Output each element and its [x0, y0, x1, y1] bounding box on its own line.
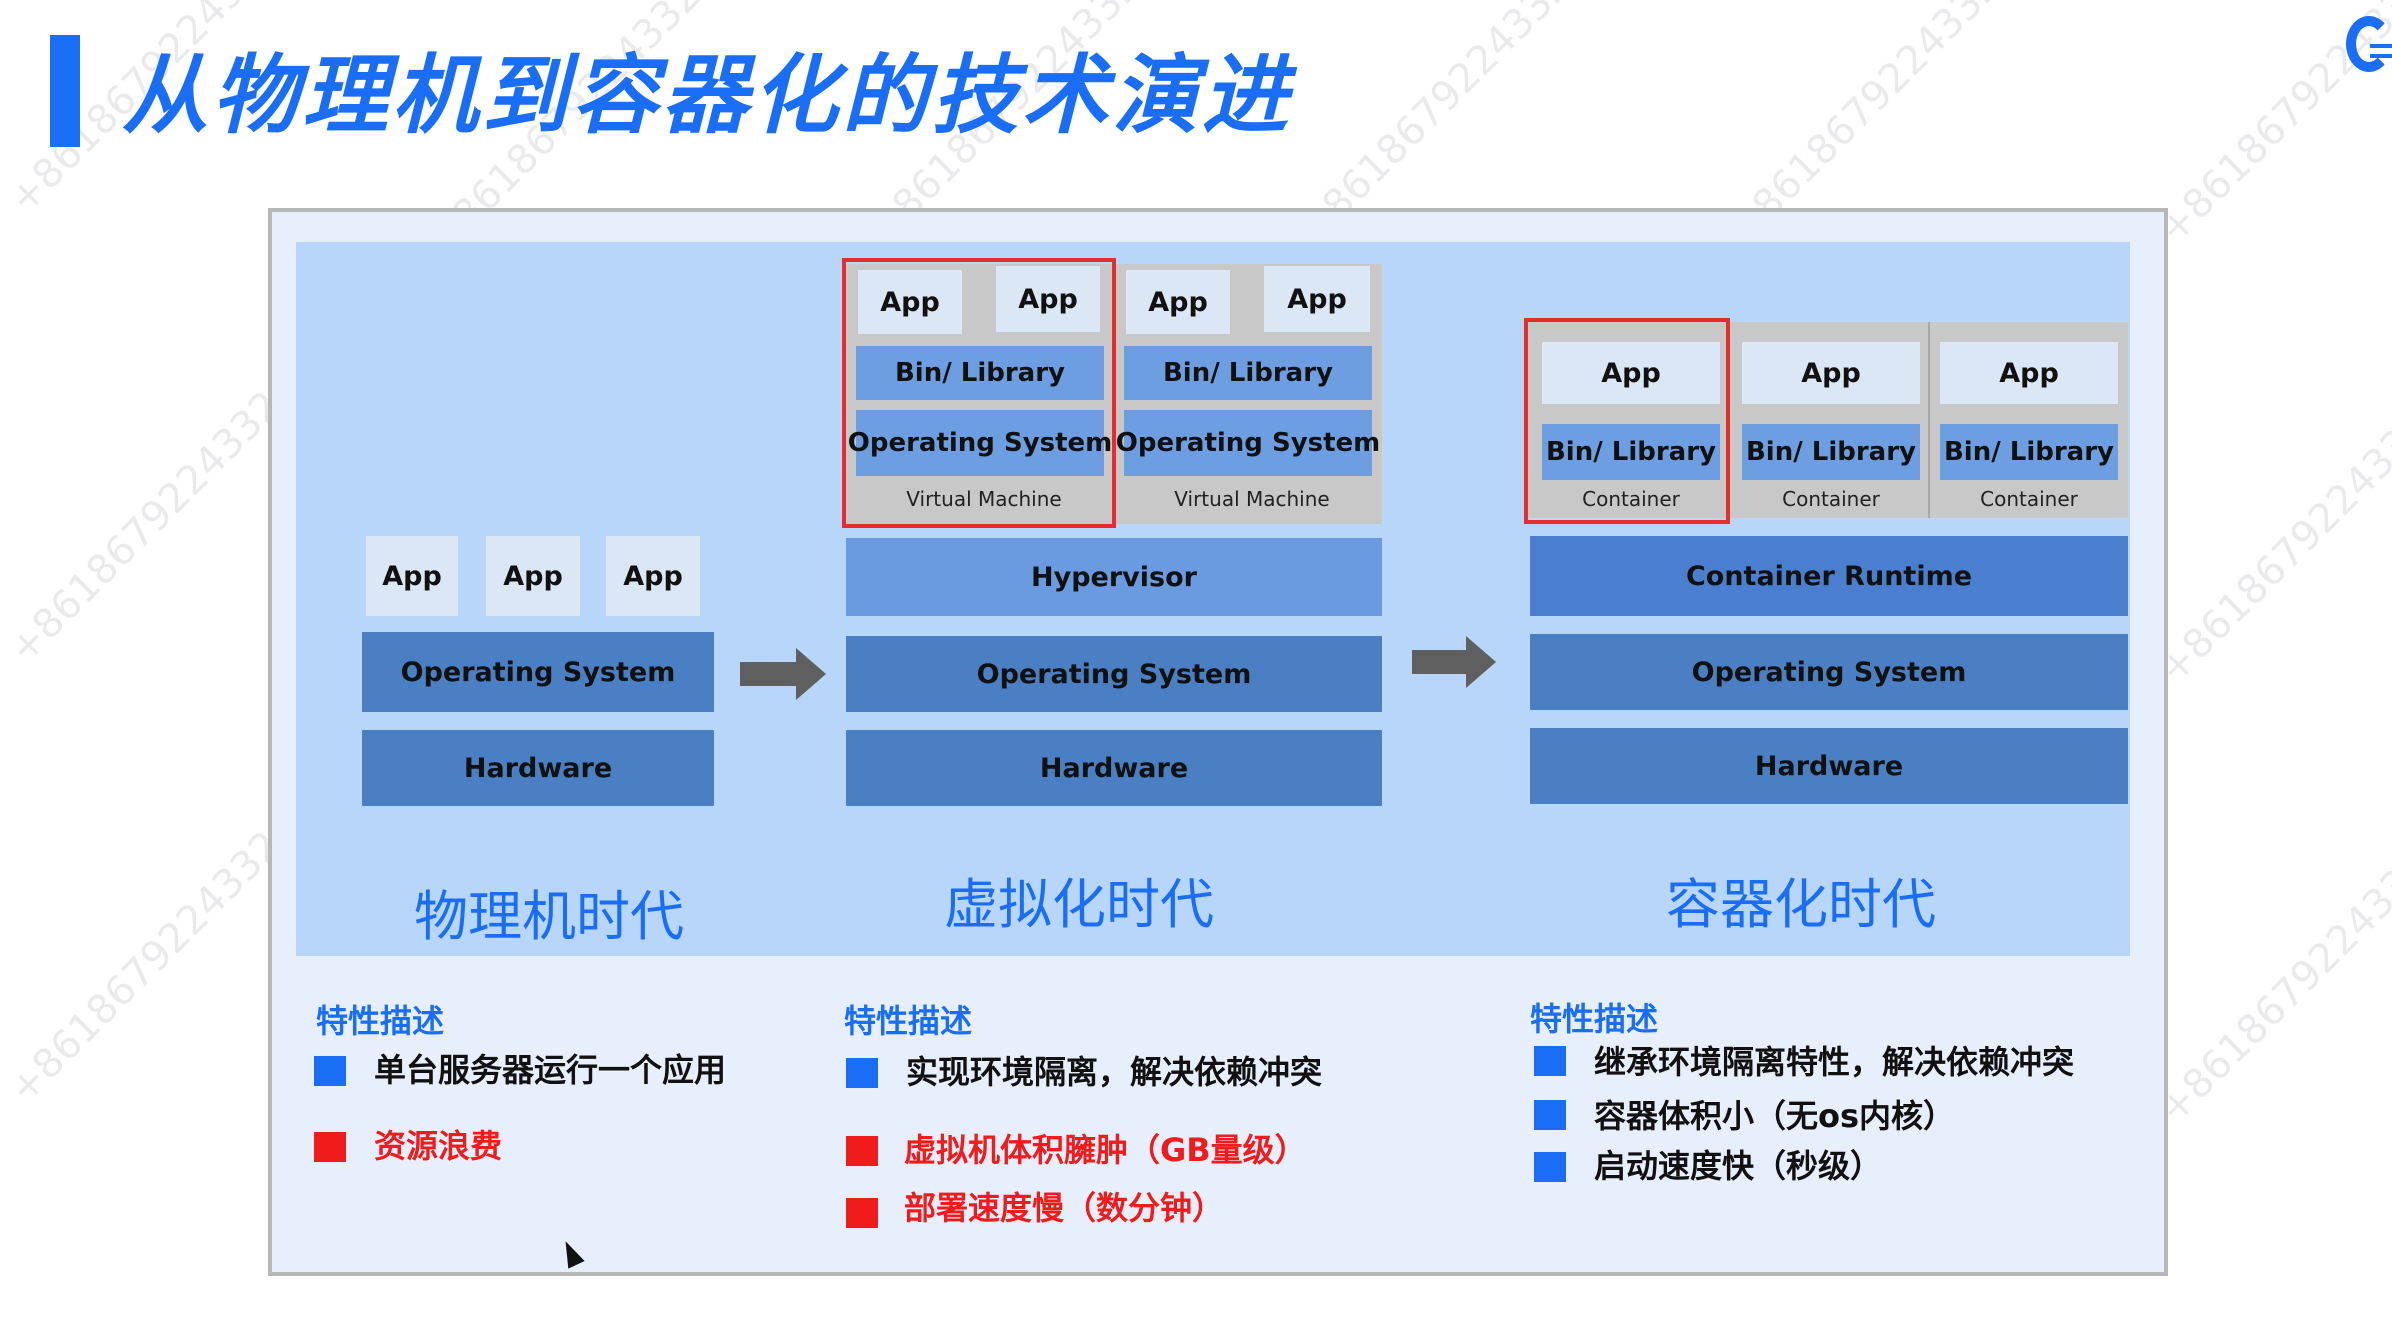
- vm-app: App: [858, 270, 962, 334]
- feature-item: 虚拟机体积臃肿（GB量级）: [904, 1131, 1307, 1169]
- vm-library-layer: Bin/ Library: [1124, 346, 1372, 400]
- bullet-square-icon: [846, 1198, 878, 1228]
- hypervisor-layer: Hypervisor: [846, 538, 1382, 616]
- vm-label: Virtual Machine: [906, 487, 1062, 511]
- container-app: App: [1742, 342, 1920, 404]
- container-os-layer: Operating System: [1530, 634, 2128, 710]
- arrow-right-icon: [740, 662, 798, 686]
- logo-lines-icon: [2370, 44, 2392, 58]
- container-app: App: [1940, 342, 2118, 404]
- physical-app: App: [366, 536, 458, 616]
- physical-os-layer: Operating System: [362, 632, 714, 712]
- container-label: Container: [1980, 487, 2078, 511]
- physical-app: App: [606, 536, 700, 616]
- container-library-layer: Bin/ Library: [1742, 424, 1920, 480]
- vm-app: App: [996, 266, 1100, 332]
- highlight-box-container: [1524, 318, 1730, 524]
- bullet-square-icon: [314, 1056, 346, 1086]
- features-heading-virtual: 特性描述: [844, 1002, 973, 1040]
- feature-item: 部署速度慢（数分钟）: [904, 1189, 1225, 1227]
- feature-item: 容器体积小（无os内核）: [1594, 1097, 1956, 1135]
- bullet-square-icon: [1534, 1152, 1566, 1182]
- features-heading-container: 特性描述: [1530, 1000, 1659, 1038]
- logo-icon: [2346, 16, 2392, 72]
- feature-item: 资源浪费: [374, 1127, 503, 1165]
- features-heading-physical: 特性描述: [316, 1002, 445, 1040]
- slide-title: 从物理机到容器化的技术演进: [122, 46, 1292, 146]
- vm-app: App: [1126, 270, 1230, 334]
- feature-item: 单台服务器运行一个应用: [374, 1051, 727, 1089]
- arrow-head-icon: [796, 648, 826, 700]
- vm-label: Virtual Machine: [1174, 487, 1330, 511]
- container-runtime-layer: Container Runtime: [1530, 536, 2128, 616]
- bullet-square-icon: [1534, 1100, 1566, 1130]
- vm-os-layer: Operating System: [848, 410, 1112, 476]
- bullet-square-icon: [846, 1058, 878, 1088]
- watermark: +8618679224332: [2150, 842, 2392, 1133]
- feature-item: 启动速度快（秒级）: [1594, 1147, 1883, 1185]
- vm-app: App: [1264, 266, 1370, 332]
- era-label-virtual: 虚拟化时代: [944, 873, 1214, 936]
- era-label-container: 容器化时代: [1666, 873, 1936, 936]
- feature-item: 继承环境隔离特性，解决依赖冲突: [1594, 1043, 2075, 1081]
- physical-app: App: [486, 536, 580, 616]
- vm-library-layer: Bin/ Library: [856, 346, 1104, 400]
- highlight-box-vm: [842, 258, 1116, 528]
- container-library-layer: Bin/ Library: [1940, 424, 2118, 480]
- arrow-head-icon: [1466, 636, 1496, 688]
- feature-item: 实现环境隔离，解决依赖冲突: [906, 1053, 1323, 1091]
- container-hardware-layer: Hardware: [1530, 728, 2128, 804]
- watermark: +8618679224332: [0, 822, 291, 1113]
- container-divider: [1928, 322, 1930, 518]
- container-label: Container: [1582, 487, 1680, 511]
- vm-os-layer: Operating System: [1116, 410, 1380, 476]
- container-label: Container: [1782, 487, 1880, 511]
- virtual-hardware-layer: Hardware: [846, 730, 1382, 806]
- watermark: +8618679224332: [2150, 402, 2392, 693]
- physical-hardware-layer: Hardware: [362, 730, 714, 806]
- bullet-square-icon: [1534, 1046, 1566, 1076]
- arrow-right-icon: [1412, 650, 1468, 674]
- era-label-physical: 物理机时代: [414, 885, 684, 948]
- container-app: App: [1542, 342, 1720, 404]
- watermark: +8618679224332: [0, 382, 291, 673]
- bullet-square-icon: [314, 1132, 346, 1162]
- container-library-layer: Bin/ Library: [1542, 424, 1720, 480]
- virtual-os-layer: Operating System: [846, 636, 1382, 712]
- bullet-square-icon: [846, 1136, 878, 1166]
- title-accent-bar: [50, 35, 80, 147]
